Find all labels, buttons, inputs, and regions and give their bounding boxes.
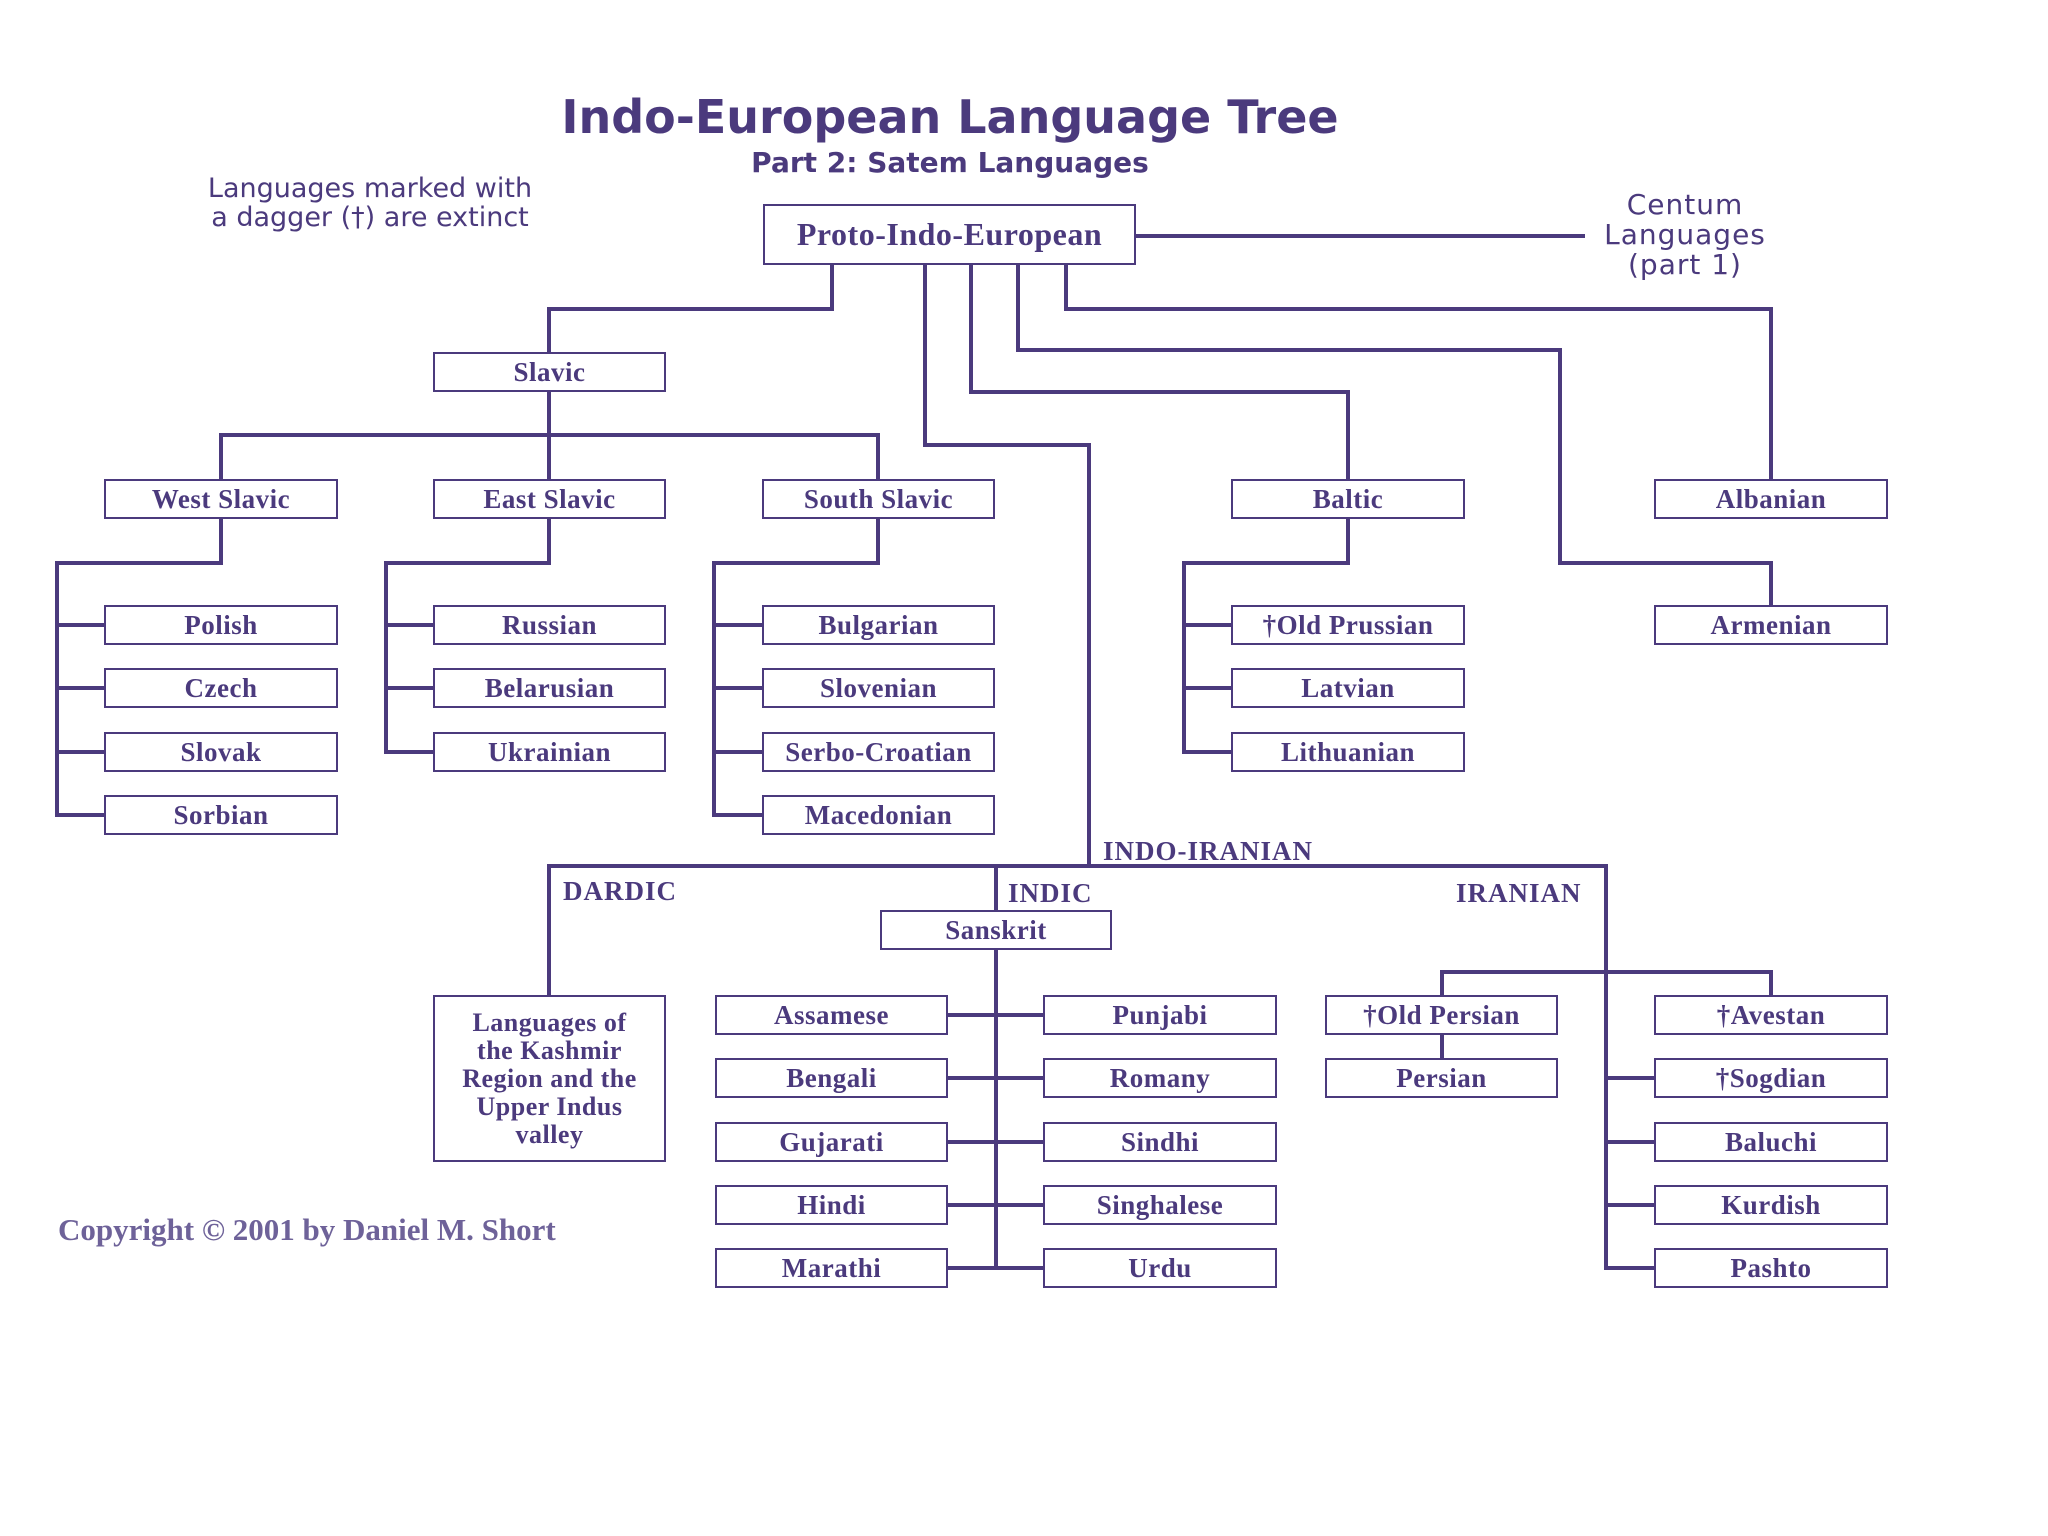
- node-marathi[interactable]: Marathi: [715, 1248, 948, 1288]
- tree-edge-22: [1182, 517, 1350, 754]
- node-sorbian[interactable]: Sorbian: [104, 795, 338, 835]
- group-label-iranian: IRANIAN: [1456, 878, 1582, 908]
- node-ukrainian[interactable]: Ukrainian: [433, 732, 666, 772]
- node-sanskrit[interactable]: Sanskrit: [880, 910, 1112, 950]
- node-russian[interactable]: Russian: [433, 605, 666, 645]
- centum-languages-link[interactable]: Centum Languages (part 1): [1604, 188, 1766, 281]
- tree-edge-13: [384, 517, 551, 754]
- node-armenian[interactable]: Armenian: [1654, 605, 1888, 645]
- tree-edge-36: [1440, 970, 1773, 997]
- node-old-persian[interactable]: †Old Persian: [1325, 995, 1558, 1035]
- node-proto-indo-european[interactable]: Proto-Indo-European: [763, 204, 1136, 265]
- node-macedonian[interactable]: Macedonian: [762, 795, 995, 835]
- node-south-slavic[interactable]: South Slavic: [762, 479, 995, 519]
- node-punjabi[interactable]: Punjabi: [1043, 995, 1277, 1035]
- node-bulgarian[interactable]: Bulgarian: [762, 605, 995, 645]
- node-persian[interactable]: Persian: [1325, 1058, 1558, 1098]
- group-label-indic: INDIC: [1008, 878, 1093, 908]
- node-slovak[interactable]: Slovak: [104, 732, 338, 772]
- node-old-prussian[interactable]: †Old Prussian: [1231, 605, 1465, 645]
- tree-edge-7: [219, 433, 880, 481]
- node-avestan[interactable]: †Avestan: [1654, 995, 1888, 1035]
- node-pashto[interactable]: Pashto: [1654, 1248, 1888, 1288]
- node-slavic[interactable]: Slavic: [433, 352, 666, 392]
- node-singhalese[interactable]: Singhalese: [1043, 1185, 1277, 1225]
- node-sogdian[interactable]: †Sogdian: [1654, 1058, 1888, 1098]
- tree-edge-5: [1064, 263, 1773, 481]
- node-baluchi[interactable]: Baluchi: [1654, 1122, 1888, 1162]
- node-romany[interactable]: Romany: [1043, 1058, 1277, 1098]
- node-kashmir-languages[interactable]: Languages of the Kashmir Region and the …: [433, 995, 666, 1162]
- page-subtitle: Part 2: Satem Languages: [751, 146, 1149, 179]
- tree-edge-1: [547, 263, 834, 354]
- node-sindhi[interactable]: Sindhi: [1043, 1122, 1277, 1162]
- group-label-indo-iranian: INDO-IRANIAN: [1103, 836, 1314, 866]
- node-urdu[interactable]: Urdu: [1043, 1248, 1277, 1288]
- node-czech[interactable]: Czech: [104, 668, 338, 708]
- node-albanian[interactable]: Albanian: [1654, 479, 1888, 519]
- node-lithuanian[interactable]: Lithuanian: [1231, 732, 1465, 772]
- tree-edge-2: [923, 263, 1091, 868]
- node-baltic[interactable]: Baltic: [1231, 479, 1465, 519]
- node-east-slavic[interactable]: East Slavic: [433, 479, 666, 519]
- node-latvian[interactable]: Latvian: [1231, 668, 1465, 708]
- tree-edge-4: [1016, 263, 1773, 607]
- node-bengali[interactable]: Bengali: [715, 1058, 948, 1098]
- group-label-dardic: DARDIC: [563, 876, 677, 906]
- node-gujarati[interactable]: Gujarati: [715, 1122, 948, 1162]
- node-polish[interactable]: Polish: [104, 605, 338, 645]
- tree-edge-3: [969, 263, 1350, 481]
- node-assamese[interactable]: Assamese: [715, 995, 948, 1035]
- node-serbo-croatian[interactable]: Serbo-Croatian: [762, 732, 995, 772]
- node-kurdish[interactable]: Kurdish: [1654, 1185, 1888, 1225]
- extinct-legend-note: Languages marked with a dagger (†) are e…: [207, 173, 533, 233]
- node-belarusian[interactable]: Belarusian: [433, 668, 666, 708]
- node-hindi[interactable]: Hindi: [715, 1185, 948, 1225]
- page-title: Indo-European Language Tree: [561, 90, 1339, 144]
- node-slovenian[interactable]: Slovenian: [762, 668, 995, 708]
- node-west-slavic[interactable]: West Slavic: [104, 479, 338, 519]
- copyright-notice: Copyright © 2001 by Daniel M. Short: [58, 1212, 556, 1247]
